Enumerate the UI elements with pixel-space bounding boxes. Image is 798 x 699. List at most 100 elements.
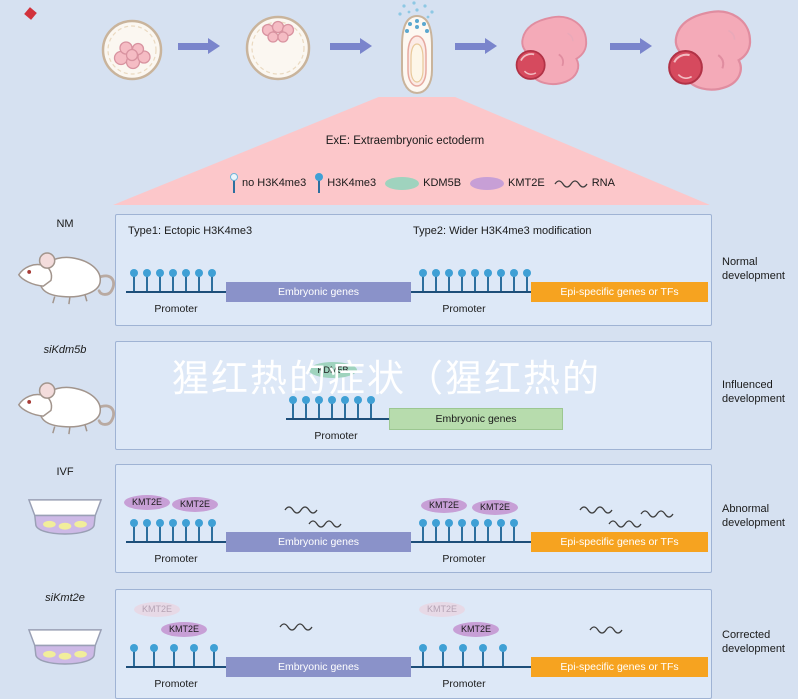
kmt2e-enzyme-oval: KMT2E xyxy=(161,622,207,637)
h3k4me3-mark-icon xyxy=(479,644,487,666)
mouse-icon xyxy=(15,366,119,436)
h3k4me3-mark-icon xyxy=(210,644,218,666)
h3k4me3-mark-icon xyxy=(143,269,151,291)
kmt2e-enzyme-oval: KMT2E xyxy=(172,497,218,512)
kmt2e-enzyme-oval-faded: KMT2E xyxy=(134,602,180,617)
kmt2e-enzyme-oval: KMT2E xyxy=(421,498,467,513)
h3k4me3-mark-icon xyxy=(195,269,203,291)
h3k4me3-mark-icon xyxy=(510,519,518,541)
h3k4me3-mark-icon xyxy=(130,644,138,666)
h3k4me3-marks xyxy=(289,396,375,418)
rna-squiggle-icon xyxy=(284,506,318,514)
embryonic-genes-box: Embryonic genes xyxy=(389,408,563,430)
legend-item-kdm5b: KDM5B xyxy=(385,176,462,190)
panel-sikmt2e: KMT2E KMT2E Embryonic genes KMT2E KMT2E … xyxy=(115,589,712,699)
h3k4me3-mark-icon xyxy=(510,269,518,291)
legend-item-kmt2e: KMT2E xyxy=(470,176,545,190)
kdm5b-enzyme-oval: KDM5B xyxy=(309,362,357,378)
h3k4me3-mark-icon xyxy=(459,644,467,666)
h3k4me3-mark-icon xyxy=(439,644,447,666)
fetus-icon xyxy=(506,10,594,90)
arrow-icon xyxy=(330,38,372,54)
rna-squiggle-icon xyxy=(589,626,623,634)
h3k4me3-mark-icon xyxy=(419,644,427,666)
filled-lollipop-icon xyxy=(315,173,324,193)
h3k4me3-mark-icon xyxy=(499,644,507,666)
h3k4me3-mark-icon xyxy=(170,644,178,666)
h3k4me3-mark-icon xyxy=(341,396,349,418)
h3k4me3-marks xyxy=(130,269,216,291)
h3k4me3-mark-icon xyxy=(458,519,466,541)
h3k4me3-mark-icon xyxy=(497,269,505,291)
promoter-label: Promoter xyxy=(154,553,198,565)
embryo-stage-2-icon xyxy=(244,14,312,82)
h3k4me3-mark-icon xyxy=(150,644,158,666)
h3k4me3-mark-icon xyxy=(208,269,216,291)
fetus-icon xyxy=(656,4,760,96)
h3k4me3-mark-icon xyxy=(190,644,198,666)
h3k4me3-mark-icon xyxy=(471,519,479,541)
h3k4me3-marks xyxy=(419,519,518,541)
h3k4me3-marks xyxy=(130,644,218,666)
arrow-icon xyxy=(178,38,220,54)
h3k4me3-mark-icon xyxy=(445,519,453,541)
funnel-title: ExE: Extraembryonic ectoderm xyxy=(325,135,485,147)
h3k4me3-mark-icon xyxy=(182,519,190,541)
rna-squiggle-icon xyxy=(279,623,313,631)
row-label-sikdm5b: siKdm5b xyxy=(43,344,87,356)
h3k4me3-mark-icon xyxy=(432,269,440,291)
legend-label: no H3K4me3 xyxy=(242,177,307,189)
h3k4me3-mark-icon xyxy=(130,519,138,541)
promoter-label: Promoter xyxy=(442,553,486,565)
epi-genes-box: Epi-specific genes or TFs xyxy=(531,657,708,677)
rna-squiggle-icon xyxy=(554,180,588,188)
promoter-label: Promoter xyxy=(154,678,198,690)
rna-squiggle-icon xyxy=(608,520,642,528)
outcome-label: Normal development xyxy=(722,256,785,283)
h3k4me3-mark-icon xyxy=(169,519,177,541)
legend-item-h3k4me3: H3K4me3 xyxy=(315,173,376,193)
h3k4me3-mark-icon xyxy=(419,519,427,541)
kmt2e-enzyme-oval: KMT2E xyxy=(453,622,499,637)
watermark: 猩红热的症状（猩红热的 xyxy=(172,358,601,399)
panel-ivf: KMT2E KMT2E Embryonic genes KMT2E KMT2E … xyxy=(115,464,712,573)
h3k4me3-mark-icon xyxy=(367,396,375,418)
h3k4me3-mark-icon xyxy=(289,396,297,418)
outcome-label: Corrected development xyxy=(722,629,785,656)
promoter-label: Promoter xyxy=(314,430,358,442)
h3k4me3-marks xyxy=(130,519,216,541)
row-label-sikmt2e: siKmt2e xyxy=(45,592,85,604)
kdm5b-oval-icon xyxy=(385,176,420,190)
h3k4me3-marks xyxy=(419,644,507,666)
rna-squiggle-icon xyxy=(579,506,613,514)
epi-genes-box: Epi-specific genes or TFs xyxy=(531,282,708,302)
row-label-nm: NM xyxy=(56,218,74,230)
h3k4me3-marks xyxy=(419,269,531,291)
h3k4me3-mark-icon xyxy=(143,519,151,541)
h3k4me3-mark-icon xyxy=(328,396,336,418)
promoter-label: Promoter xyxy=(154,303,198,315)
h3k4me3-mark-icon xyxy=(484,269,492,291)
petri-dish-icon xyxy=(26,622,104,668)
outcome-label: Influenced development xyxy=(722,379,785,406)
rna-squiggle-icon xyxy=(640,510,674,518)
h3k4me3-mark-icon xyxy=(458,269,466,291)
type1-title: Type1: Ectopic H3K4me3 xyxy=(128,225,253,237)
arrow-icon xyxy=(610,38,652,54)
h3k4me3-mark-icon xyxy=(354,396,362,418)
h3k4me3-mark-icon xyxy=(471,269,479,291)
h3k4me3-mark-icon xyxy=(208,519,216,541)
open-lollipop-icon xyxy=(230,173,238,193)
legend-item-rna: RNA xyxy=(554,177,615,189)
h3k4me3-mark-icon xyxy=(315,396,323,418)
row-label-ivf: IVF xyxy=(56,466,74,478)
legend-item-no-h3k4me3: no H3K4me3 xyxy=(230,173,306,193)
promoter-label: Promoter xyxy=(442,678,486,690)
rna-squiggle-icon xyxy=(308,520,342,528)
legend-label: KDM5B xyxy=(423,177,462,189)
h3k4me3-mark-icon xyxy=(130,269,138,291)
h3k4me3-mark-icon xyxy=(419,269,427,291)
red-mark xyxy=(24,7,37,20)
h3k4me3-mark-icon xyxy=(302,396,310,418)
